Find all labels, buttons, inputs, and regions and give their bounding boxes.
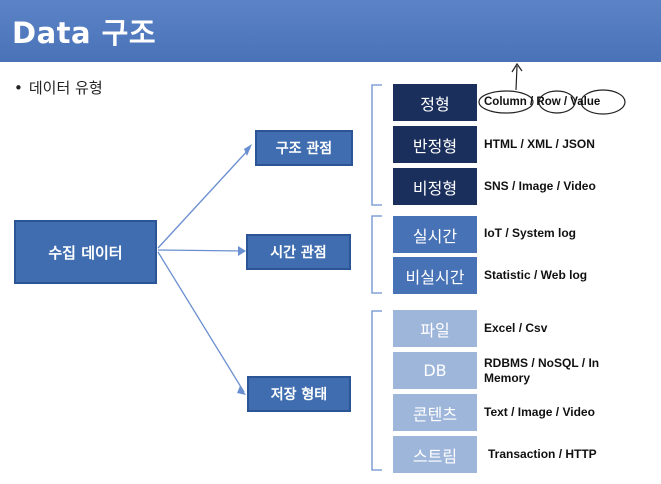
item-desc: Statistic / Web log	[484, 268, 588, 282]
item-structured: 정형	[393, 84, 477, 121]
item-label: DB	[423, 361, 447, 380]
category-structure: 구조 관점	[255, 130, 353, 166]
item-label: 비정형	[412, 178, 458, 198]
item-content: 콘텐츠	[393, 394, 477, 431]
item-desc: SNS / Image / Video	[484, 179, 596, 193]
connector-root-structure	[157, 147, 251, 249]
bullet-dot-icon: •	[14, 79, 23, 97]
item-label: 정형	[420, 94, 450, 114]
page-title: Data 구조	[12, 16, 157, 50]
root-label: 수집 데이터	[48, 243, 123, 262]
category-time: 시간 관점	[246, 234, 351, 270]
arrowhead-structure	[244, 144, 252, 156]
bracket-storage	[371, 310, 382, 471]
item-semistructured: 반정형	[393, 126, 477, 163]
arrowhead-time	[238, 246, 246, 256]
item-unstructured: 비정형	[393, 168, 477, 205]
item-desc: Transaction / HTTP	[488, 447, 597, 461]
connector-root-storage	[157, 251, 245, 393]
item-label: 스트림	[412, 446, 458, 466]
handwritten-oval-value	[580, 89, 626, 115]
item-label: 콘텐츠	[412, 404, 458, 424]
handwritten-oval-row	[538, 90, 576, 114]
item-label: 반정형	[412, 136, 458, 156]
item-desc: RDBMS / NoSQL / In Memory	[484, 356, 600, 385]
bullet-text: 데이터 유형	[28, 79, 103, 97]
category-label: 구조 관점	[275, 141, 333, 157]
title-bar: Data 구조	[0, 0, 661, 62]
item-realtime: 실시간	[393, 216, 477, 253]
bullet-item: • 데이터 유형	[14, 77, 103, 98]
item-file: 파일	[393, 310, 477, 347]
item-label: 실시간	[412, 226, 458, 246]
item-stream: 스트림	[393, 436, 477, 473]
item-desc: IoT / System log	[484, 226, 577, 240]
handwritten-arrow	[511, 62, 523, 91]
item-desc: Text / Image / Video	[484, 405, 595, 419]
handwritten-oval-column	[478, 90, 534, 114]
category-label: 시간 관점	[270, 245, 327, 261]
bracket-time	[371, 215, 382, 294]
item-desc: Excel / Csv	[484, 321, 548, 335]
item-label: 파일	[420, 320, 450, 340]
item-desc: HTML / XML / JSON	[484, 137, 595, 151]
category-storage: 저장 형태	[247, 376, 351, 412]
bracket-structure	[371, 84, 382, 206]
item-nonrealtime: 비실시간	[393, 257, 477, 294]
item-db: DB	[393, 352, 477, 389]
item-desc: Column / Row / Value	[484, 96, 601, 108]
root-node: 수집 데이터	[14, 220, 157, 284]
arrowhead-storage	[237, 386, 246, 395]
item-label: 비실시간	[405, 267, 465, 287]
connector-root-time	[157, 249, 245, 252]
category-label: 저장 형태	[270, 387, 328, 403]
